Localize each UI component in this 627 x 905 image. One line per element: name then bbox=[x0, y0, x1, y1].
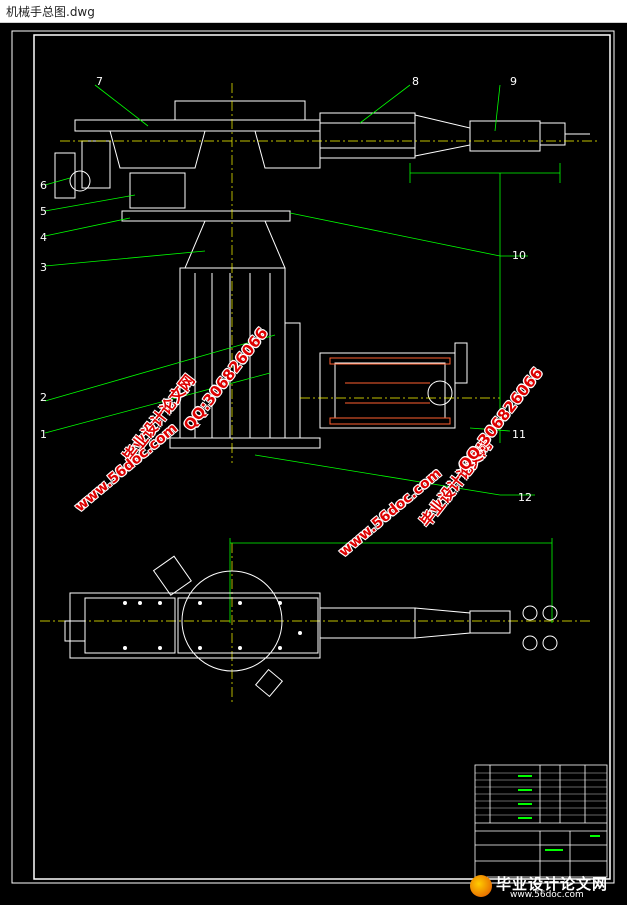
plan-bolts bbox=[123, 601, 302, 650]
title-block bbox=[474, 764, 608, 878]
dimension-lines bbox=[229, 163, 561, 623]
callout-6: 6 bbox=[40, 179, 47, 192]
callout-10: 10 bbox=[512, 249, 526, 262]
title-block-text bbox=[518, 775, 600, 851]
centerlines bbox=[40, 83, 600, 703]
callout-7: 7 bbox=[96, 75, 103, 88]
outer-frame bbox=[11, 30, 615, 884]
brand-logo-icon bbox=[470, 875, 492, 897]
callout-4: 4 bbox=[40, 231, 47, 244]
footer-brand-name: 毕业设计论文网 bbox=[496, 875, 609, 893]
callout-9: 9 bbox=[510, 75, 517, 88]
callout-1: 1 bbox=[40, 428, 47, 441]
callout-3: 3 bbox=[40, 261, 47, 274]
drawing-canvas[interactable]: 1 2 3 4 5 6 7 8 9 10 11 12 bbox=[0, 23, 627, 905]
callout-11: 11 bbox=[512, 428, 526, 441]
plan-view bbox=[64, 555, 558, 698]
title-block-rows bbox=[475, 772, 607, 816]
callout-2: 2 bbox=[40, 391, 47, 404]
motor-detail bbox=[329, 357, 451, 425]
callout-12: 12 bbox=[518, 491, 532, 504]
inner-frame bbox=[33, 34, 611, 880]
footer-brand-url: www.56doc.com bbox=[510, 890, 584, 900]
callout-8: 8 bbox=[412, 75, 419, 88]
window-title: 机械手总图.dwg bbox=[6, 5, 95, 19]
callout-5: 5 bbox=[40, 205, 47, 218]
leader-lines bbox=[44, 84, 535, 496]
cad-drawing: 1 2 3 4 5 6 7 8 9 10 11 12 bbox=[11, 30, 615, 884]
window-titlebar: 机械手总图.dwg bbox=[0, 0, 627, 23]
footer-brand: 毕业设计论文网 www.56doc.com bbox=[470, 873, 620, 900]
